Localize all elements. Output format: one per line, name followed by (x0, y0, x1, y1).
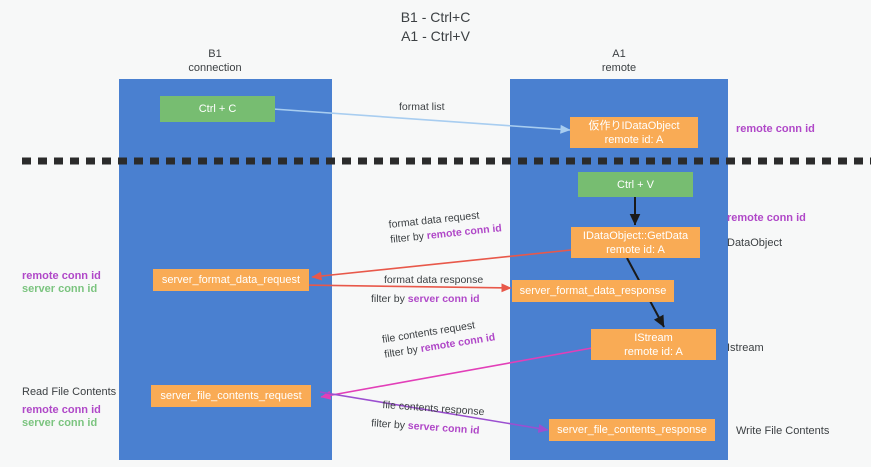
diagram-title-line-1: B1 - Ctrl+C (400, 9, 471, 25)
annotation-left-remote-conn-id-bottom: remote conn id (22, 404, 101, 416)
column-header-a1-name: A1 (612, 48, 626, 60)
node-idataobject-getdata[interactable]: IDataObject::GetData remote id: A (571, 227, 700, 258)
node-istream-line-1: IStream (634, 331, 673, 344)
column-header-b1-role: connection (188, 62, 242, 74)
annotation-right-write-file-contents: Write File Contents (736, 425, 830, 437)
edge-label-format-data-response-line-1: format data response (384, 274, 484, 286)
node-ctrl-c-label: Ctrl + C (198, 103, 237, 115)
node-ctrl-v[interactable]: Ctrl + V (578, 172, 693, 197)
arrow-file-contents-request (320, 347, 593, 400)
node-ctrl-c[interactable]: Ctrl + C (160, 96, 275, 122)
node-getdata-line-1: IDataObject::GetData (582, 229, 689, 242)
annotation-right-dataobject: DataObject (727, 237, 783, 249)
node-ctrl-v-label: Ctrl + V (617, 178, 654, 191)
filter-key-server-conn-id: server conn id (407, 419, 480, 437)
annotation-left-remote-conn-id-mid: remote conn id (22, 270, 101, 282)
filter-by-prefix: filter by (389, 230, 428, 246)
node-server-file-contents-request-label: server_file_contents_request (160, 390, 302, 402)
edge-label-format-list: format list (399, 101, 445, 113)
arrow-file-contents-response (319, 391, 549, 433)
annotation-left-read-file-contents: Read File Contents (22, 386, 117, 398)
column-header-a1-role: remote (601, 62, 637, 74)
filter-key-server-conn-id: server conn id (407, 293, 480, 305)
node-idataobject-line-2: remote id: A (604, 133, 664, 146)
node-istream-line-2: remote id: A (624, 345, 683, 358)
node-getdata-line-2: remote id: A (606, 243, 665, 256)
node-idataobject[interactable]: 仮作りIDataObject remote id: A (570, 117, 698, 148)
annotation-right-remote-conn-id-top: remote conn id (736, 123, 815, 135)
node-server-file-contents-response-label: server_file_contents_response (557, 424, 707, 436)
annotation-right-remote-conn-id-mid: remote conn id (727, 212, 806, 224)
annotation-right-istream: Istream (727, 342, 764, 354)
node-idataobject-line-1: 仮作りIDataObject (588, 119, 680, 132)
edge-label-format-data-response-line-2: filter by server conn id (371, 292, 483, 307)
node-server-file-contents-response[interactable]: server_file_contents_response (549, 419, 715, 441)
node-istream[interactable]: IStream remote id: A (591, 329, 716, 360)
annotation-left-server-conn-id-mid: server conn id (22, 283, 98, 295)
node-server-file-contents-request[interactable]: server_file_contents_request (151, 385, 311, 407)
node-server-format-data-request-label: server_format_data_request (161, 274, 301, 286)
edge-label-file-contents-response: file contents response filter by server … (371, 398, 485, 439)
node-server-format-data-response[interactable]: server_format_data_response (512, 280, 674, 302)
node-server-format-data-response-label: server_format_data_response (519, 285, 667, 297)
filter-by-prefix: filter by (371, 293, 408, 305)
column-header-b1-name: B1 (208, 48, 222, 60)
arrow-format-list (272, 108, 571, 134)
node-server-format-data-request[interactable]: server_format_data_request (153, 269, 309, 291)
edge-label-format-data-response: format data response filter by server co… (371, 273, 484, 307)
filter-by-prefix: filter by (370, 417, 409, 432)
annotation-left-server-conn-id-bottom: server conn id (22, 417, 98, 429)
diagram-title-line-2: A1 - Ctrl+V (401, 28, 470, 44)
arrow-format-data-request (311, 249, 572, 281)
